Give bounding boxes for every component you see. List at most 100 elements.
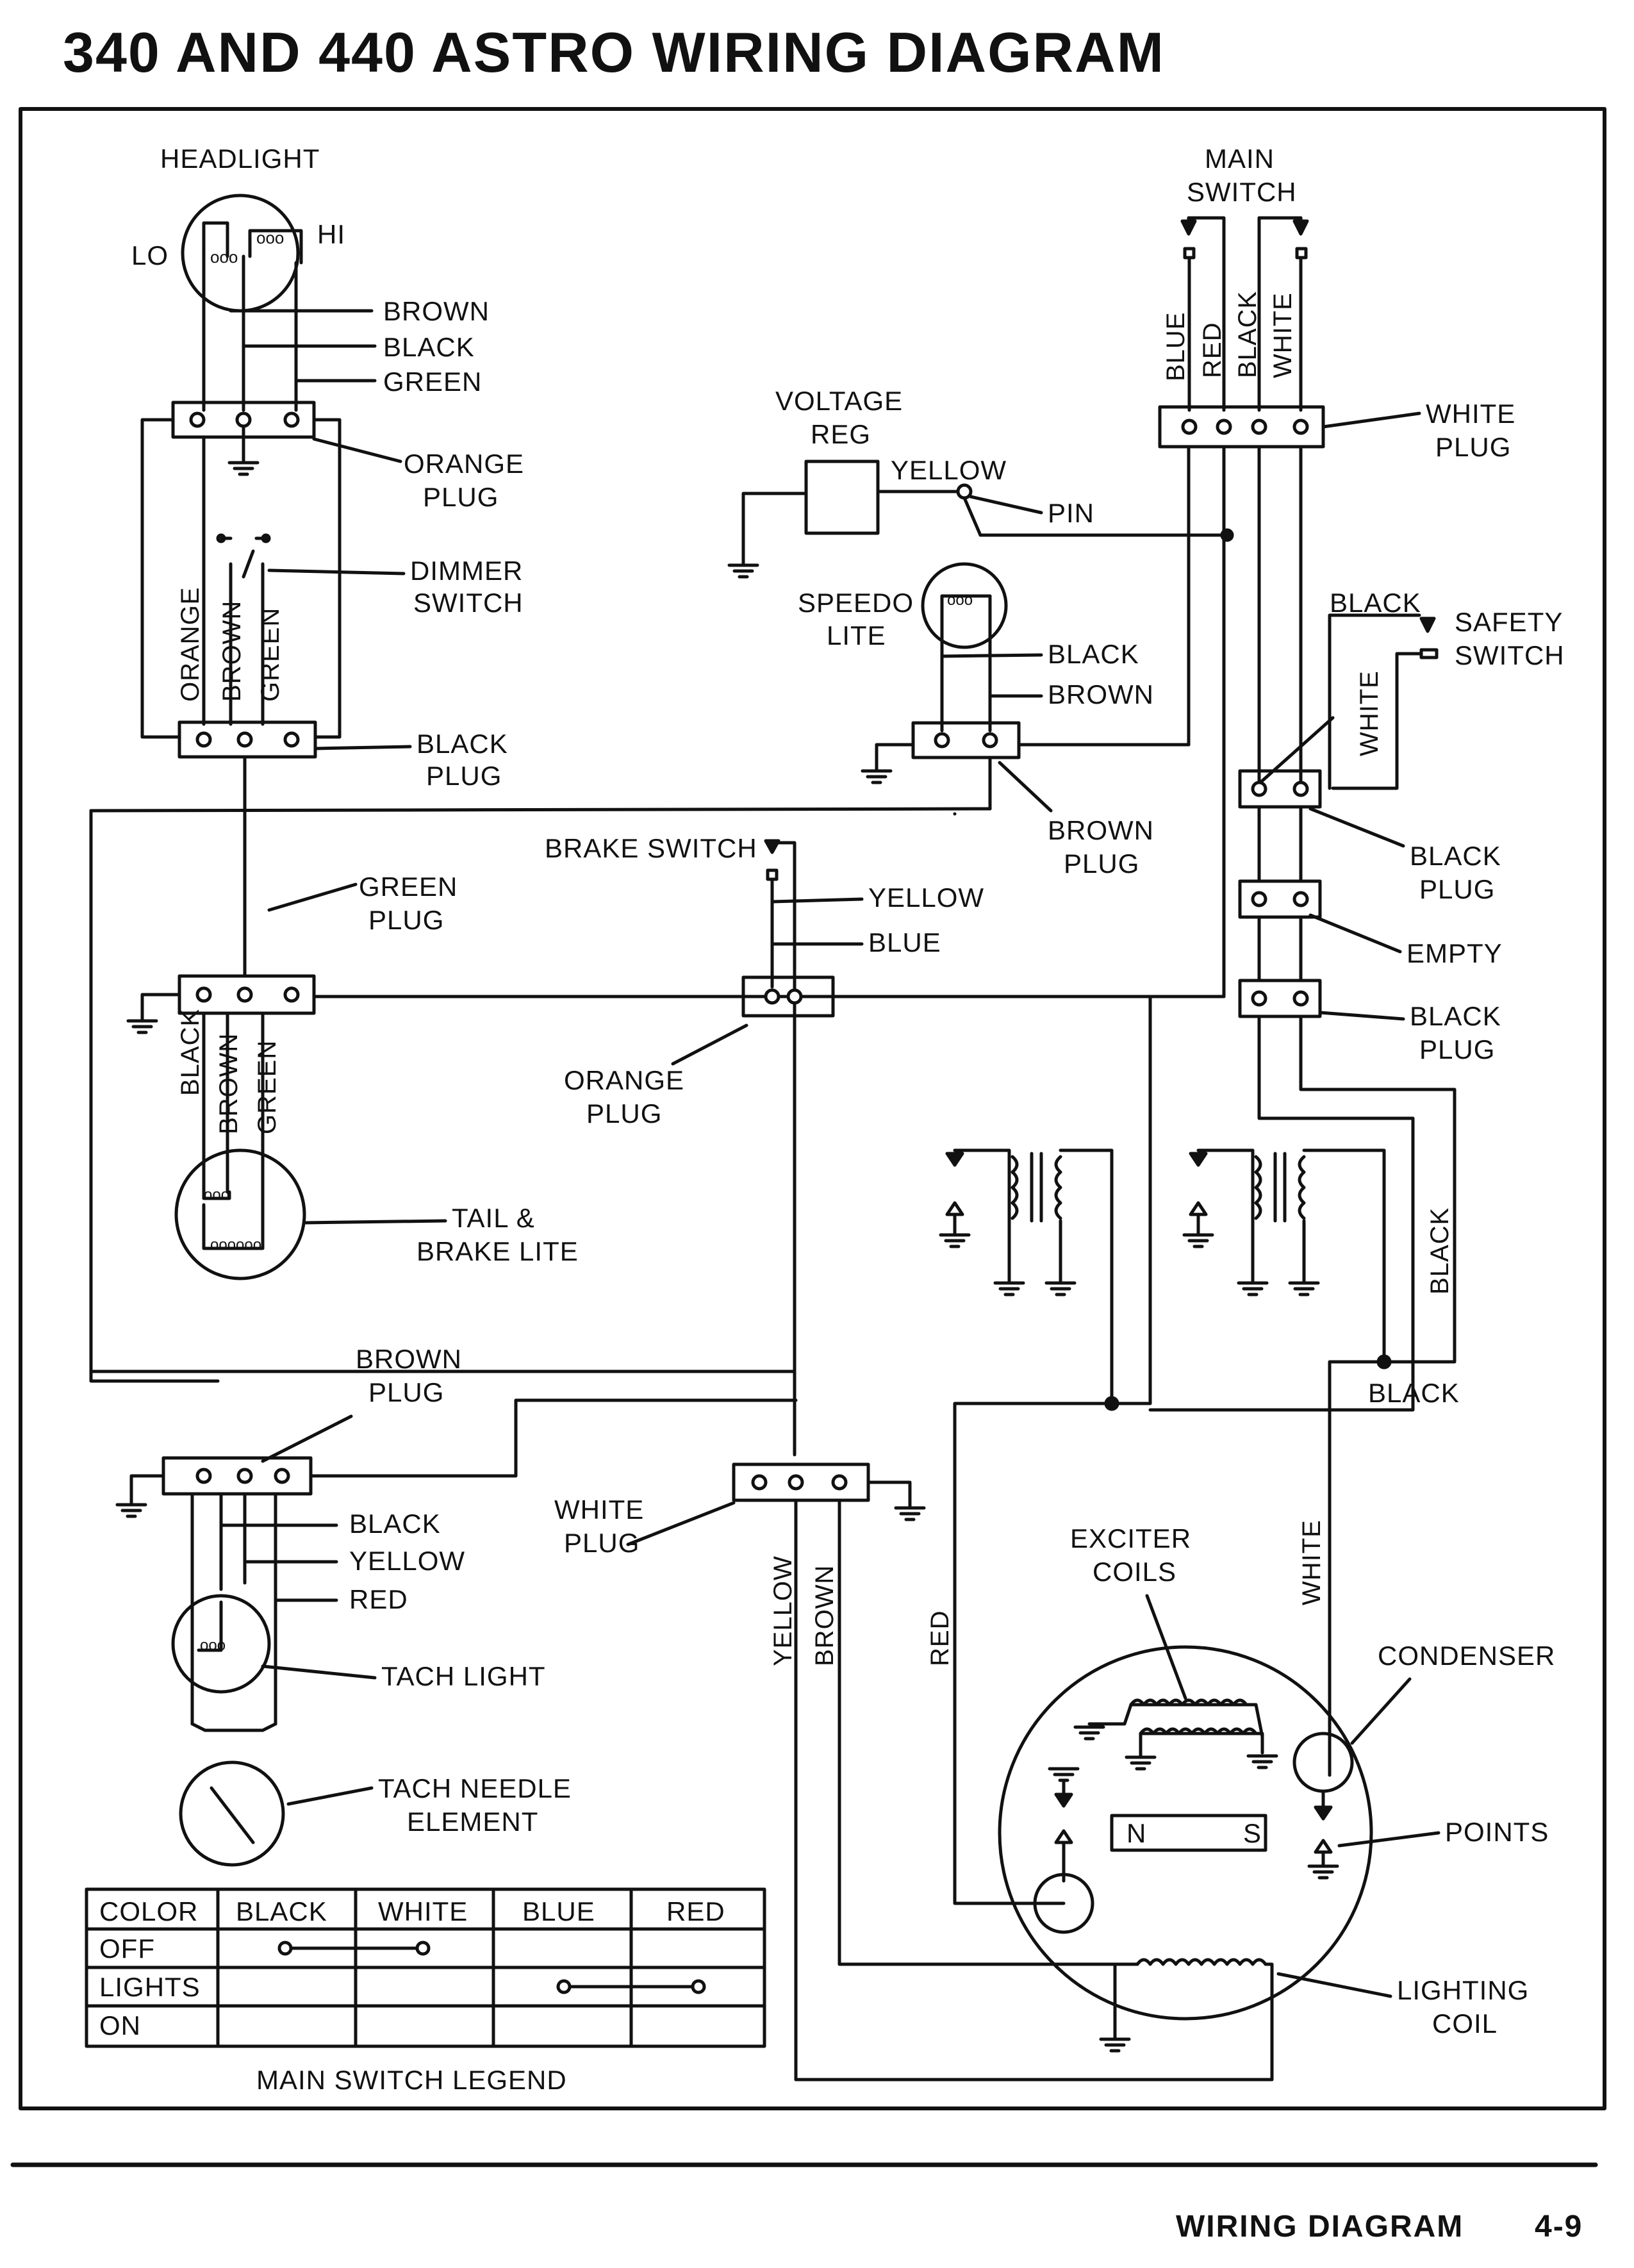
main-switch-legend: COLOR BLACK WHITE BLUE RED OFF LIGHTS ON [85,1887,766,2048]
voltage-regulator [804,459,880,535]
brown-plug-speedo-label: BROWN [1048,815,1154,845]
dimmer-switch [216,533,271,579]
points [1309,1789,1337,1878]
tail-brown-vlabel: BROWN [215,1033,243,1134]
safety-switch-label: SAFETY [1455,607,1563,637]
brown-plug-lower [161,1456,313,1496]
lower-brown-vlabel: BROWN [811,1565,839,1666]
tach-black-label: BLACK [349,1509,441,1539]
tail-brake-lite: ooo oooooo [174,1148,306,1280]
exciter-coils [1075,1698,1276,1769]
speedo-black-label: BLACK [1048,639,1139,669]
dimmer-green-vlabel: GREEN [256,608,285,702]
svg-text:oooooo: oooooo [210,1236,261,1254]
main-switch-label-2: SWITCH [1187,177,1297,207]
legend-header-red: RED [666,1896,725,1926]
tail-green-vlabel: GREEN [253,1040,281,1134]
svg-text:ooo: ooo [210,247,238,267]
speedo-lite-label: SPEEDO [798,588,914,618]
black-plug-right-lower-label-2: PLUG [1419,1034,1495,1064]
black-plug-right-lower-label: BLACK [1410,1001,1501,1031]
tach-needle-label-2: ELEMENT [407,1807,538,1837]
speedo-lite-label-2: LITE [827,620,886,650]
magneto-points-left [1033,1769,1094,1934]
footer-section: WIRING DIAGRAM [1176,2210,1464,2244]
magneto-black-label: BLACK [1368,1378,1460,1408]
voltage-reg-label-2: REG [811,419,871,449]
legend-header-white: WHITE [378,1896,468,1926]
orange-plug-label-2: PLUG [423,482,499,512]
brake-switch-label: BRAKE SWITCH [545,833,757,863]
headlight: HEADLIGHT LO HI ooo ooo [131,144,345,313]
condenser-label: CONDENSER [1378,1641,1555,1671]
svg-text:ooo: ooo [256,228,284,247]
main-switch-label: MAIN [1205,144,1275,174]
white-plug-main-label: WHITE [1426,399,1515,429]
tach-light: ooo [171,1594,271,1726]
main-blue-vlabel: BLUE [1162,312,1190,382]
brown-plug-lower-label: BROWN [356,1344,462,1374]
legend-header-black: BLACK [236,1896,327,1926]
black-plug-left-label: BLACK [417,729,508,759]
legend-caption: MAIN SWITCH LEGEND [256,2065,567,2095]
magnet-s-label: S [1243,1818,1262,1848]
points-label: POINTS [1445,1817,1549,1847]
green-plug [177,974,316,1015]
orange-plug-label: ORANGE [404,449,524,479]
brake-blue-label: BLUE [868,927,941,957]
magneto-white-vlabel: WHITE [1298,1519,1326,1605]
headlight-black-label: BLACK [383,332,475,362]
tach-red-label: RED [349,1584,408,1614]
magnet-n-label: N [1126,1818,1146,1848]
tach-yellow-label: YELLOW [349,1546,465,1576]
dimmer-switch-label: DIMMER [410,556,523,586]
lighting-coil-label: LIGHTING [1397,1975,1529,2005]
page-title: 340 AND 440 ASTRO WIRING DIAGRAM [63,21,1165,84]
black-plug-right-upper-label-2: PLUG [1419,874,1495,904]
tail-brake-lite-label-2: BRAKE LITE [417,1236,579,1266]
white-plug-lower [732,1462,870,1502]
white-plug-lower-label-2: PLUG [564,1528,640,1558]
legend-row-lights: LIGHTS [99,1972,201,2002]
headlight-green-label: GREEN [383,367,482,397]
tach-light-label: TACH LIGHT [381,1661,546,1691]
ignition-coil-right [1184,1148,1386,1364]
black-plug-left [177,720,317,759]
black-plug-right-lower [1238,979,1322,1018]
lower-yellow-vlabel: YELLOW [769,1555,797,1666]
ignition-coil-left [941,1148,1114,1405]
exciter-coils-label-2: COILS [1093,1557,1176,1587]
legend-row-on: ON [99,2010,141,2040]
speedo-brown-label: BROWN [1048,679,1154,709]
speedo-plug [911,721,1021,759]
white-plug-main-label-2: PLUG [1435,432,1511,462]
voltage-reg-label: VOLTAGE [775,386,903,416]
orange-plug-brake-label-2: PLUG [586,1098,662,1129]
magneto-flywheel [998,1645,1373,2021]
headlight-brown-label: BROWN [383,296,490,326]
main-black-vlabel: BLACK [1234,291,1262,378]
voltage-reg-yellow-label: YELLOW [891,455,1007,485]
dimmer-brown-vlabel: BROWN [218,600,246,702]
pin-label: PIN [1048,498,1094,528]
safety-black-label: BLACK [1330,588,1421,618]
diagram-frame [19,107,1606,2110]
coil-black-vlabel: BLACK [1426,1207,1454,1295]
main-white-vlabel: WHITE [1269,292,1297,378]
hi-label: HI [317,219,345,249]
tach-needle-element [179,1760,285,1867]
safety-white-vlabel: WHITE [1355,670,1383,756]
brown-plug-lower-label-2: PLUG [368,1377,444,1407]
brown-plug-speedo-label-2: PLUG [1064,848,1139,879]
brake-yellow-label: YELLOW [868,882,984,913]
main-red-vlabel: RED [1198,322,1226,378]
headlight-label: HEADLIGHT [160,144,320,174]
orange-plug-brake-label: ORANGE [564,1065,684,1095]
black-plug-right-upper-label: BLACK [1410,841,1501,871]
tach-needle-label: TACH NEEDLE [378,1773,572,1803]
green-plug-label: GREEN [359,872,458,902]
white-plug-main [1158,405,1325,449]
svg-text:ooo: ooo [204,1186,229,1204]
main-switch [1180,216,1309,412]
